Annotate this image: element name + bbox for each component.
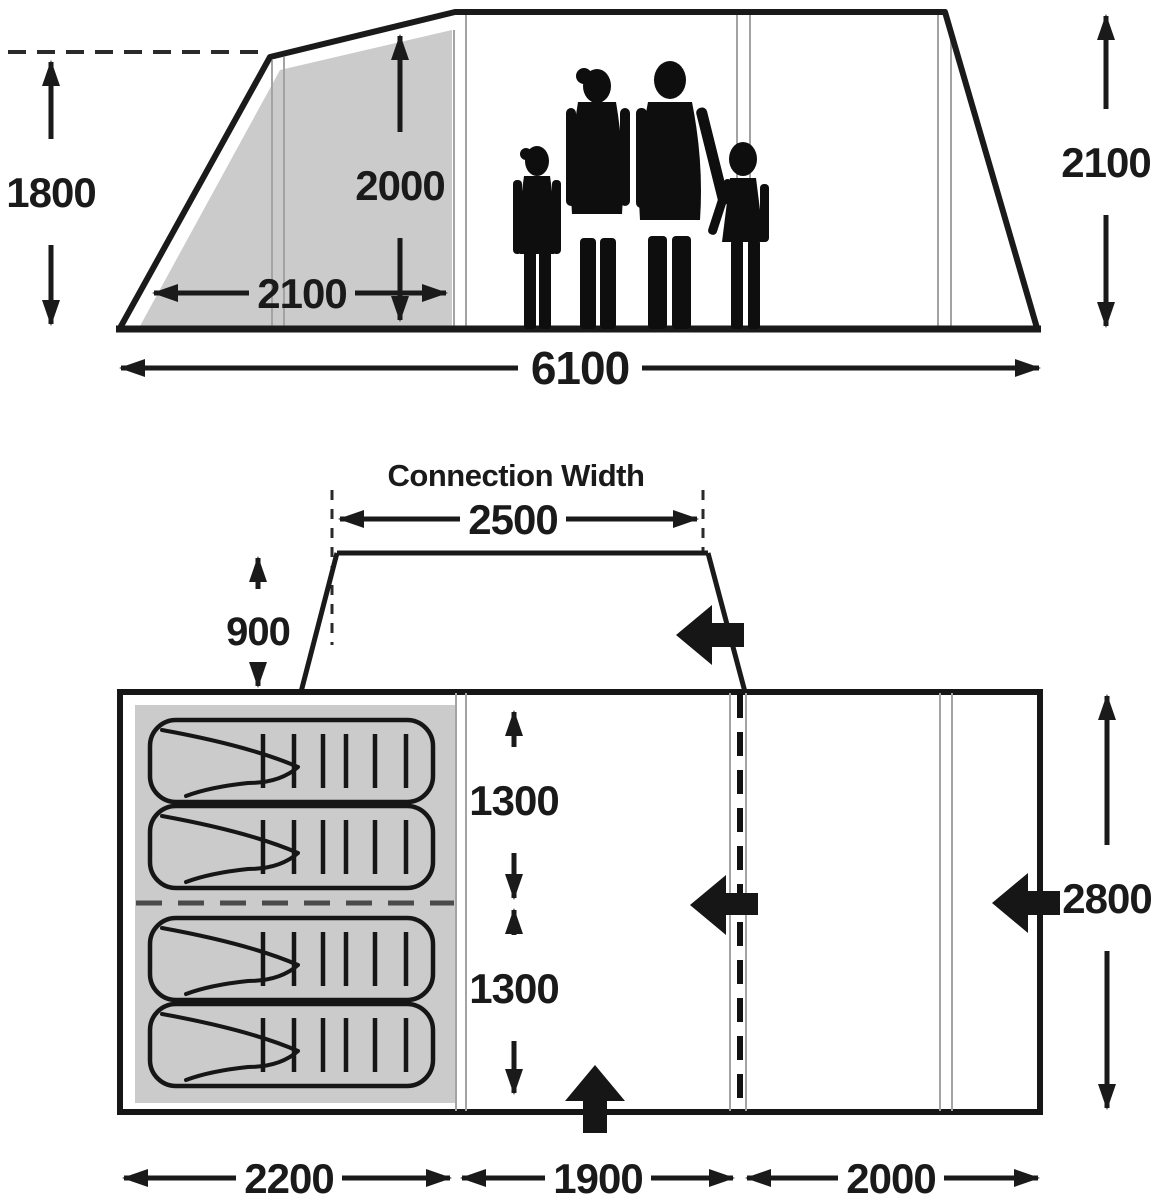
- porch-shading: [140, 30, 452, 326]
- section-front-value: 2000: [846, 1155, 935, 1200]
- dim-connection-depth: 900: [226, 556, 291, 688]
- sleeping-bag-1: [147, 717, 436, 805]
- front-entrance-arrow: [565, 1065, 625, 1133]
- total-length-value: 6100: [531, 342, 629, 394]
- tent-outline: [117, 9, 1040, 330]
- tunnel-door-arrow: [676, 605, 744, 665]
- dim-section-living: 1900: [460, 1155, 735, 1200]
- dim-section-bedroom: 2200: [122, 1155, 452, 1200]
- dim-total-width: 2800: [1062, 694, 1153, 1110]
- bedroom-rear-depth-value: 1300: [469, 965, 558, 1012]
- sleeping-bags: [147, 717, 436, 1089]
- height-inner-value: 2000: [355, 162, 444, 209]
- family-silhouette: [513, 61, 769, 329]
- sleeping-bag-2: [147, 803, 436, 891]
- connection-width-label: Connection Width: [388, 458, 645, 493]
- connection-depth-value: 900: [226, 610, 290, 654]
- middle-door-arrow: [690, 875, 758, 935]
- section-bedroom-value: 2200: [244, 1155, 333, 1200]
- side-door-arrow: [992, 873, 1060, 933]
- porch-width-value: 2100: [257, 270, 346, 317]
- sleeping-bag-3: [147, 915, 436, 1003]
- dim-section-front: 2000: [745, 1155, 1040, 1200]
- dim-connection-width: 2500: [338, 496, 699, 543]
- dim-height-left: 1800: [6, 60, 97, 326]
- person-man: [636, 61, 729, 329]
- height-left-value: 1800: [6, 169, 95, 216]
- dim-total-length: 6100: [119, 342, 1041, 394]
- dim-bedroom-rear-depth: 1300: [469, 908, 560, 1095]
- person-child: [708, 142, 769, 329]
- height-right-value: 2100: [1061, 139, 1150, 186]
- dim-height-inner: 2000: [355, 34, 446, 322]
- total-width-value: 2800: [1062, 875, 1151, 922]
- dim-porch-width: 2100: [152, 270, 448, 317]
- section-living-value: 1900: [553, 1155, 642, 1200]
- side-elevation-view: 1800 2000 2100 2100 6100: [6, 9, 1152, 394]
- connection-width-value: 2500: [468, 496, 557, 543]
- connection-tunnel: [298, 550, 748, 693]
- bedroom-front-depth-value: 1300: [469, 777, 558, 824]
- dim-bedroom-front-depth: 1300: [469, 710, 560, 900]
- sleeping-bag-4: [147, 1001, 436, 1089]
- person-woman: [566, 68, 630, 329]
- floor-plan-view: Connection Width 2500 900: [117, 458, 1153, 1200]
- dim-height-right: 2100: [1061, 14, 1152, 328]
- person-teen-girl: [513, 146, 561, 329]
